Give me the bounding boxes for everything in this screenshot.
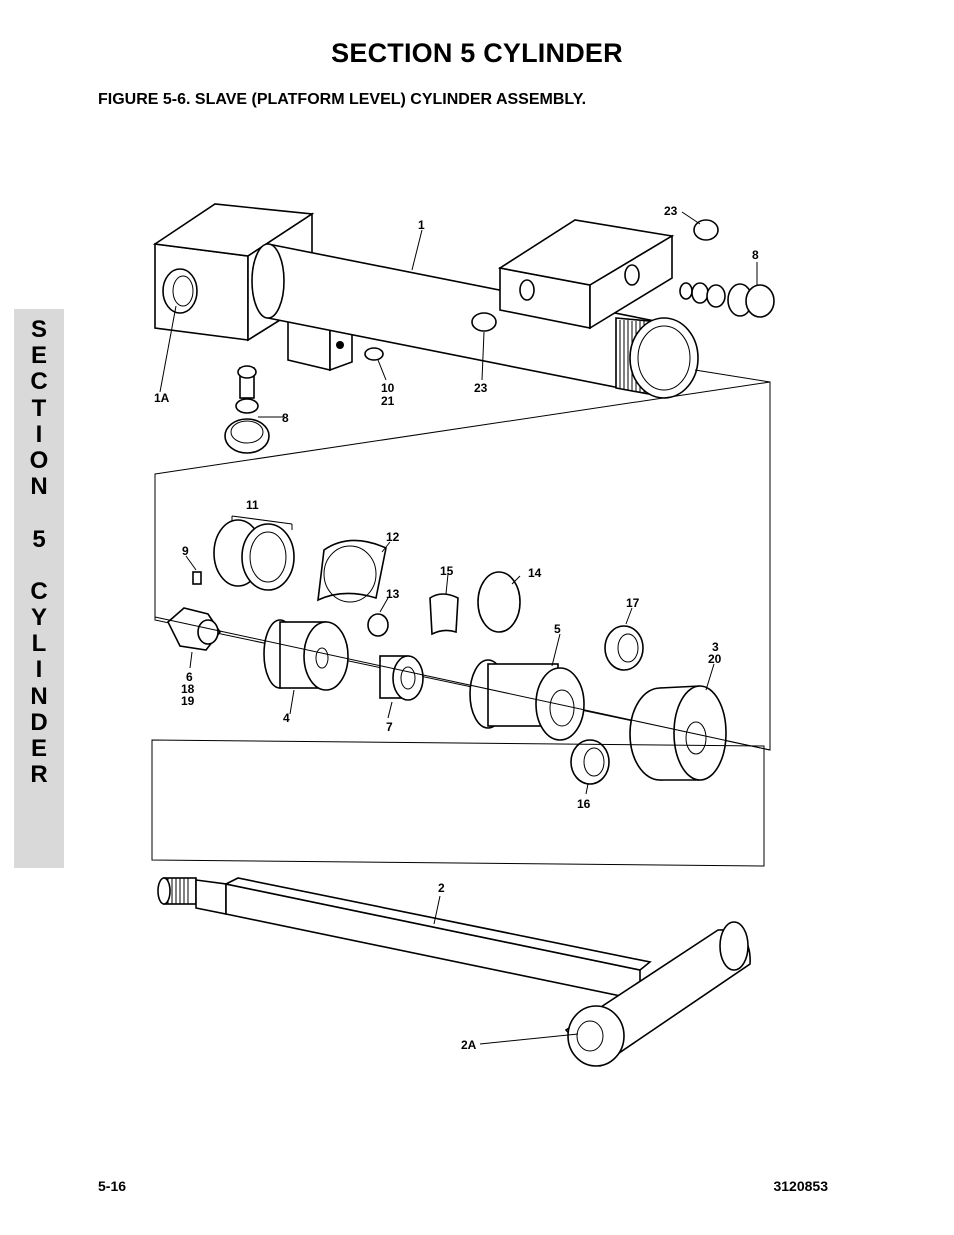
callout-7: 7 (386, 720, 393, 734)
side-tab-letter: T (31, 394, 47, 422)
callout-6: 6 (186, 670, 193, 684)
callout-11: 11 (246, 498, 259, 512)
document-number: 3120853 (773, 1178, 828, 1194)
callout-15: 15 (440, 564, 454, 578)
callout-10: 10 (381, 381, 395, 395)
callout-21: 21 (381, 394, 395, 408)
callout-12: 12 (386, 530, 400, 544)
callout-9: 9 (182, 544, 189, 558)
figure-title: FIGURE 5-6. SLAVE (PLATFORM LEVEL) CYLIN… (98, 91, 587, 108)
callout-1a: 1A (154, 391, 170, 405)
rod-assembly (151, 739, 765, 1068)
side-tab-letter: C (30, 368, 48, 396)
side-tab-letter: D (30, 708, 48, 736)
callout-4: 4 (283, 711, 290, 725)
side-tab-letter: I (35, 656, 43, 684)
callout-18: 18 (181, 682, 195, 696)
callout-1: 1 (418, 218, 425, 232)
callout-23-top: 23 (664, 204, 678, 218)
side-tab-letter: L (31, 630, 47, 658)
callout-8-left: 8 (282, 411, 289, 425)
callout-5: 5 (554, 622, 561, 636)
callout-16: 16 (577, 797, 591, 811)
callout-8-top: 8 (752, 248, 759, 262)
side-tab-letter: S (30, 316, 47, 343)
side-tab-letter: E (30, 342, 47, 370)
side-tab-letter: O (29, 446, 49, 474)
side-tab-letter: I (35, 420, 43, 448)
side-tab-letter: E (30, 735, 47, 762)
side-tab-letter: C (30, 577, 48, 605)
side-tab-letter: N (30, 682, 48, 710)
callout-2: 2 (438, 881, 445, 895)
barrel-assembly (152, 203, 775, 454)
callout-17: 17 (626, 596, 640, 610)
side-tab-letter: Y (30, 604, 47, 632)
callout-19: 19 (181, 694, 195, 708)
piston-head-panel (154, 381, 771, 795)
callout-3: 3 (712, 640, 719, 654)
page-number: 5-16 (98, 1178, 127, 1194)
callout-20: 20 (708, 652, 722, 666)
callout-23-mid: 23 (474, 381, 488, 395)
callout-2a: 2A (461, 1038, 477, 1052)
side-tab-letter: 5 (32, 525, 46, 553)
callout-labels: 1 1A 23 8 8 10 21 23 11 12 9 15 14 13 17… (154, 204, 759, 1052)
side-tab-letter: R (30, 761, 48, 789)
page-title: SECTION 5 CYLINDER (331, 38, 623, 68)
callout-13: 13 (386, 587, 400, 601)
callout-14: 14 (528, 566, 542, 580)
side-tab-letter: N (30, 473, 48, 501)
